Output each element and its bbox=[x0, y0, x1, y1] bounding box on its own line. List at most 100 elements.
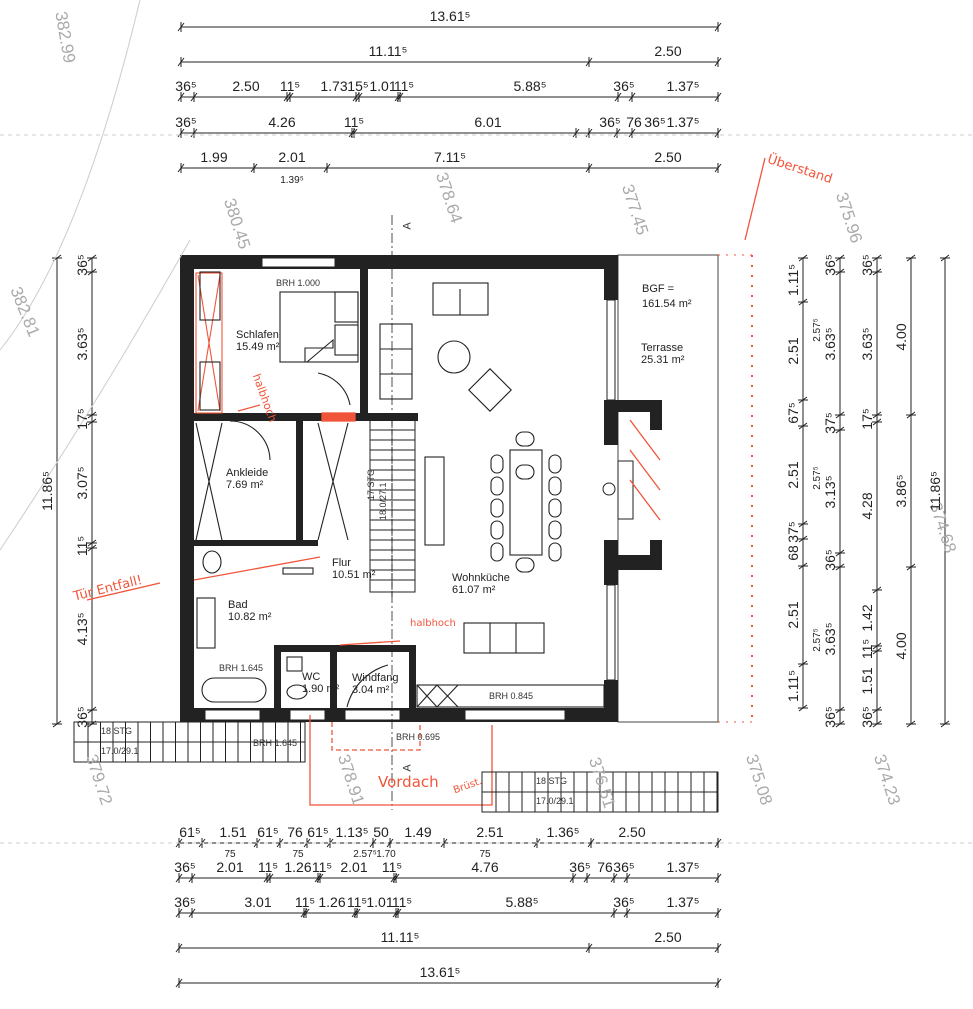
chair bbox=[548, 454, 562, 474]
window bbox=[606, 584, 616, 681]
dimension-label: 11.11⁵ bbox=[380, 929, 420, 945]
chair bbox=[515, 464, 535, 480]
dimension-label: 36⁵ bbox=[822, 549, 838, 571]
chair bbox=[548, 542, 562, 562]
dimension-label: 1.39⁵ bbox=[280, 175, 304, 186]
stair-label: 18 STG bbox=[536, 776, 568, 786]
dimension-label: 1.37⁵ bbox=[666, 894, 700, 910]
dimension-label: 11⁵ bbox=[294, 894, 316, 910]
chair bbox=[490, 542, 504, 562]
dimension-label: 36⁵ bbox=[859, 706, 875, 728]
dimension-label: 36⁵ bbox=[175, 114, 197, 130]
dimension-label: 3.13⁵ bbox=[822, 474, 838, 509]
dimension-label: 75 bbox=[479, 849, 491, 860]
dimension-label: 36⁵ bbox=[613, 894, 635, 910]
annotation-half-height: halbhoch bbox=[410, 618, 456, 629]
dimension-label: 2.51 bbox=[785, 461, 801, 489]
dimension-label: 6.01 bbox=[474, 114, 502, 130]
dimension-label: 61⁵ bbox=[307, 824, 329, 840]
dimension-label: 36⁵ bbox=[859, 254, 875, 276]
sill-height-label: BRH 1.000 bbox=[276, 278, 321, 288]
dimension-label: 2.50 bbox=[232, 78, 260, 94]
dimension-label: 36⁵ bbox=[175, 78, 197, 94]
chair bbox=[490, 476, 504, 496]
window bbox=[204, 709, 261, 721]
inner-staircase bbox=[369, 419, 416, 600]
dimension-label: 36⁵ bbox=[613, 859, 635, 875]
window bbox=[464, 709, 566, 721]
annotation-canopy: Vordach bbox=[378, 773, 439, 791]
window bbox=[606, 299, 616, 401]
dimension-label: 2.51 bbox=[785, 601, 801, 629]
dimension-label: 2.51 bbox=[785, 337, 801, 365]
dimension-label: 36⁵ bbox=[613, 78, 635, 94]
dimension-label: 11⁵ bbox=[859, 638, 875, 659]
stair-label: 17.0/29.1 bbox=[536, 796, 574, 806]
stair-label: 18.0/27.1 bbox=[378, 482, 388, 520]
dimension-label: 15⁵ bbox=[347, 78, 369, 94]
dimension-label: 36⁵ bbox=[569, 859, 591, 875]
dimension-label: 68 bbox=[785, 544, 801, 561]
dimension-label: 61⁵ bbox=[179, 824, 201, 840]
chair bbox=[548, 476, 562, 496]
dimension-label: 1.13⁵ bbox=[335, 824, 369, 840]
dimension-label: 17⁵ bbox=[74, 407, 90, 430]
dimension-label: 11⁵ bbox=[381, 859, 403, 875]
dimension-label: 4.13⁵ bbox=[74, 612, 90, 646]
dimension-label: 2.01 bbox=[340, 859, 368, 875]
dimension-label: 1.42 bbox=[859, 604, 875, 632]
dimension-label: 1.01 bbox=[366, 894, 394, 910]
dimension-label: 1.70 bbox=[376, 849, 396, 860]
chair bbox=[490, 498, 504, 518]
dimension-label: 36⁵ bbox=[74, 706, 90, 728]
dimension-label: 5.88⁵ bbox=[513, 78, 547, 94]
dimension-label: 1.11⁵ bbox=[785, 669, 801, 703]
dimension-label: 4.00 bbox=[893, 631, 909, 660]
dimension-label: 11.86⁵ bbox=[927, 471, 943, 511]
dimension-label: 4.76 bbox=[471, 859, 499, 875]
dimension-label: 37⁵ bbox=[822, 411, 838, 434]
chair bbox=[515, 557, 535, 573]
dimension-label: 13.61⁵ bbox=[429, 8, 471, 24]
dimension-label: 1.01 bbox=[369, 78, 397, 94]
sill-height-label: BRH 1.645 bbox=[253, 738, 298, 748]
dimension-label: 3.63⁵ bbox=[859, 326, 875, 361]
dimension-label: 2.01 bbox=[278, 149, 306, 165]
dimension-label: 13.61⁵ bbox=[419, 964, 461, 980]
dimension-label: 2.51 bbox=[476, 824, 504, 840]
dimension-label: 11⁵ bbox=[346, 894, 368, 910]
chair bbox=[548, 520, 562, 540]
dimension-label: 11⁵ bbox=[391, 894, 413, 910]
dimension-label: 3.86⁵ bbox=[893, 474, 909, 508]
dimension-label: 36⁵ bbox=[174, 859, 196, 875]
dimension-label: 75 bbox=[224, 849, 236, 860]
dimension-label: 1.26 bbox=[318, 894, 346, 910]
dimension-label: 1.99 bbox=[200, 149, 228, 165]
section-mark-a: A bbox=[401, 222, 414, 230]
dimension-label: 1.36⁵ bbox=[546, 824, 580, 840]
dimension-label: 2.50 bbox=[654, 929, 682, 945]
sill-height-label: BRH 0.695 bbox=[396, 732, 441, 742]
dimension-label: 1.51 bbox=[219, 824, 247, 840]
dimension-label: 1.11⁵ bbox=[785, 263, 801, 297]
stair-label: 18 STG bbox=[101, 726, 133, 736]
dimension-label: 2.57⁵ bbox=[812, 466, 823, 490]
furniture bbox=[195, 271, 605, 708]
dimension-label: 76 bbox=[597, 859, 613, 875]
dimension-label: 2.57⁵ bbox=[353, 849, 377, 860]
dimension-label: 11⁵ bbox=[279, 78, 301, 94]
window bbox=[289, 709, 326, 721]
outside-stair-left bbox=[73, 721, 306, 763]
dimension-label: 7.11⁵ bbox=[433, 149, 467, 165]
dimension-label: 5.88⁵ bbox=[505, 894, 539, 910]
dimension-label: 36⁵ bbox=[822, 254, 838, 276]
dimension-label: 2.01 bbox=[216, 859, 244, 875]
dimension-label: 17⁵ bbox=[859, 407, 875, 430]
